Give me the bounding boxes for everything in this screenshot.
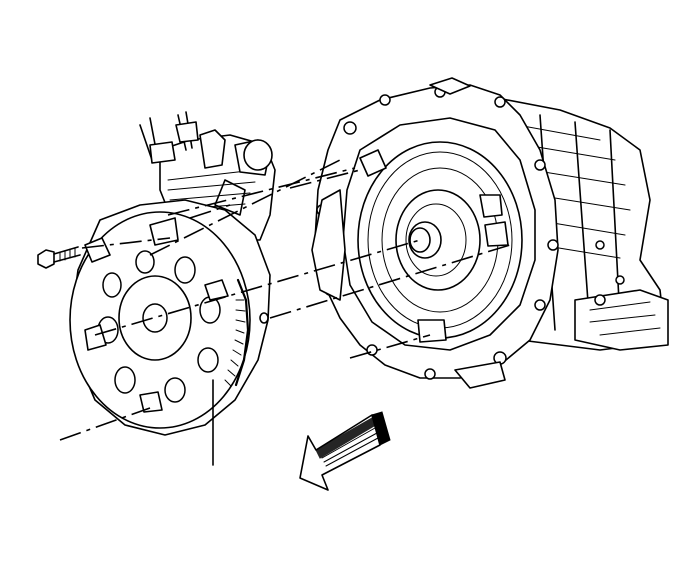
flexplate <box>69 199 271 436</box>
transmission-case <box>311 77 669 389</box>
alignment-lines <box>59 159 511 441</box>
bolt-icon <box>37 246 81 269</box>
dowel-pin <box>259 312 269 324</box>
front-direction-arrow-icon <box>299 411 391 491</box>
